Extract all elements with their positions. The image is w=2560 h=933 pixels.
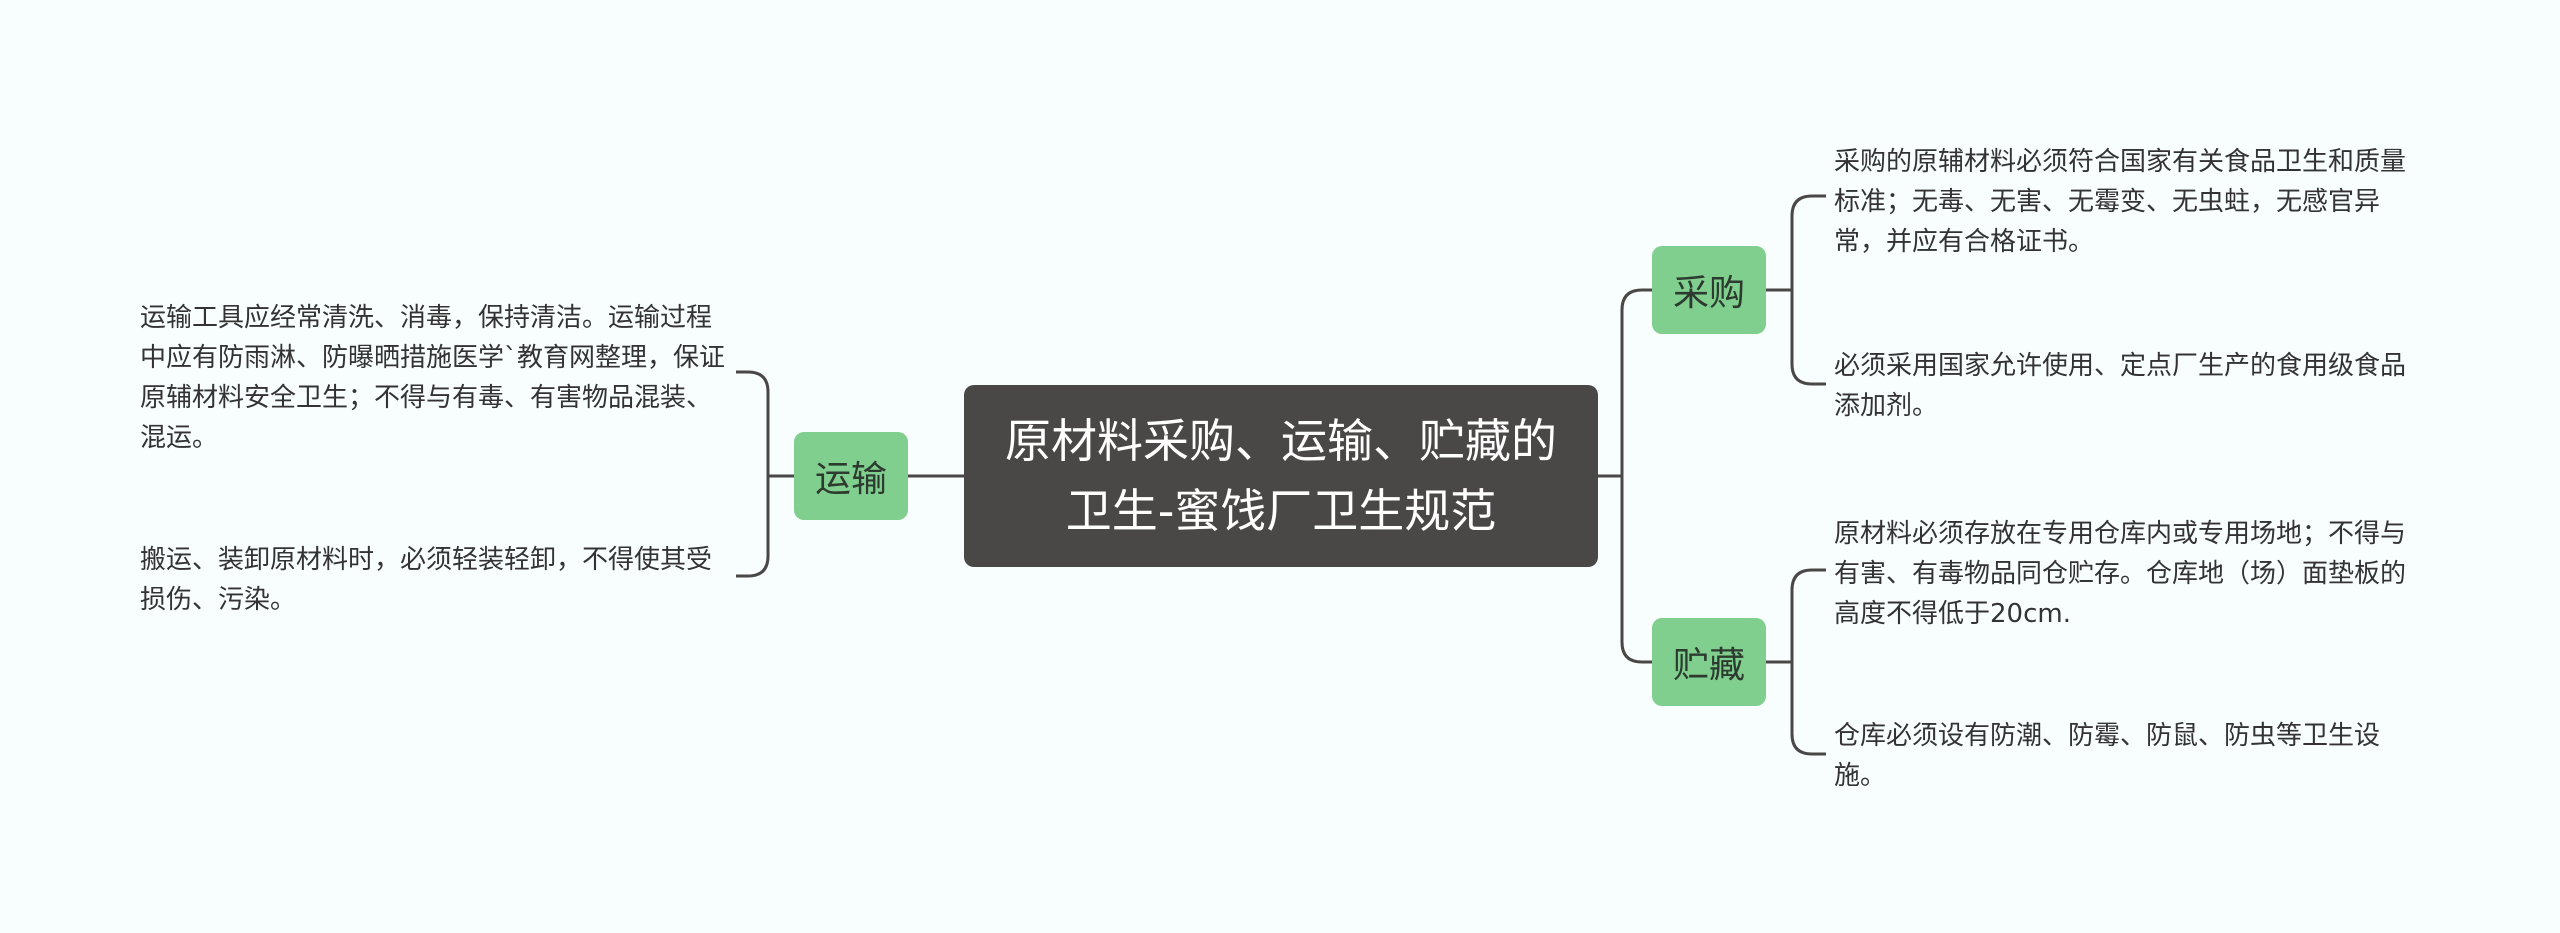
branch-procurement-label: 采购 [1672, 273, 1745, 314]
root-topic[interactable]: 原材料采购、运输、贮藏的卫生-蜜饯厂卫生规范 [964, 385, 1598, 567]
branch-transport[interactable]: 运输 [794, 432, 908, 520]
leaf-storage-1[interactable]: 原材料必须存放在专用仓库内或专用场地；不得与有害、有毒物品同仓贮存。仓库地（场）… [1834, 514, 2428, 634]
leaf-storage-2[interactable]: 仓库必须设有防潮、防霉、防鼠、防虫等卫生设施。 [1834, 716, 2428, 796]
branch-storage[interactable]: 贮藏 [1652, 618, 1766, 706]
branch-transport-label: 运输 [814, 459, 887, 500]
leaf-transport-1-text: 运输工具应经常清洗、消毒，保持清洁。运输过程中应有防雨淋、防曝晒措施医学`教育网… [140, 303, 726, 453]
connector-root-storage [1620, 476, 1652, 664]
leaf-procurement-1[interactable]: 采购的原辅材料必须符合国家有关食品卫生和质量标准；无毒、无害、无霉变、无虫蛀，无… [1834, 142, 2428, 262]
leaf-transport-1[interactable]: 运输工具应经常清洗、消毒，保持清洁。运输过程中应有防雨淋、防曝晒措施医学`教育网… [140, 298, 734, 458]
leaf-transport-2-text: 搬运、装卸原材料时，必须轻装轻卸，不得使其受损伤、污染。 [140, 545, 713, 615]
leaf-transport-2[interactable]: 搬运、装卸原材料时，必须轻装轻卸，不得使其受损伤、污染。 [140, 540, 734, 620]
connector-storage-leaves [1766, 568, 1826, 756]
leaf-procurement-2[interactable]: 必须采用国家允许使用、定点厂生产的食用级食品添加剂。 [1834, 346, 2428, 426]
leaf-procurement-2-text: 必须采用国家允许使用、定点厂生产的食用级食品添加剂。 [1834, 351, 2407, 421]
connector-transport-leaves [736, 370, 794, 578]
connector-root-procurement [1620, 288, 1652, 476]
branch-procurement[interactable]: 采购 [1652, 246, 1766, 334]
branch-storage-label: 贮藏 [1672, 645, 1745, 686]
root-topic-label: 原材料采购、运输、贮藏的卫生-蜜饯厂卫生规范 [1005, 414, 1557, 538]
leaf-storage-2-text: 仓库必须设有防潮、防霉、防鼠、防虫等卫生设施。 [1834, 721, 2381, 791]
leaf-storage-1-text: 原材料必须存放在专用仓库内或专用场地；不得与有害、有毒物品同仓贮存。仓库地（场）… [1834, 519, 2407, 629]
leaf-procurement-1-text: 采购的原辅材料必须符合国家有关食品卫生和质量标准；无毒、无害、无霉变、无虫蛀，无… [1834, 147, 2407, 257]
connector-procurement-leaves [1766, 194, 1826, 386]
